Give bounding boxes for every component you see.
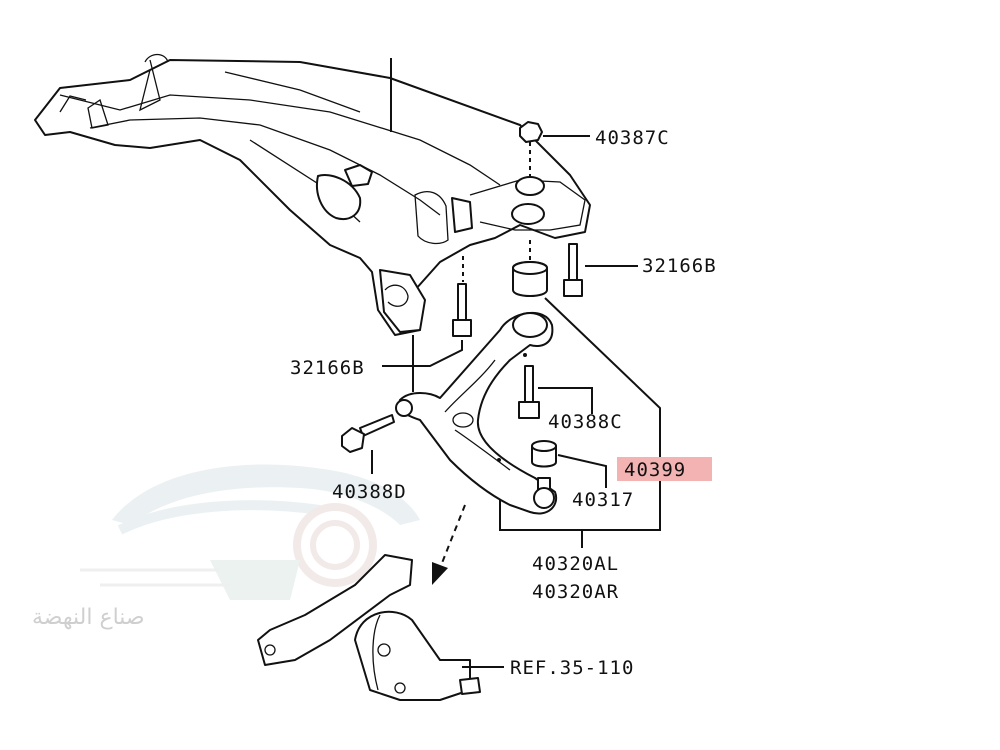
knuckle-drawing [257, 554, 481, 701]
bolt-40388c [518, 365, 540, 419]
part-label-40317: 40317 [572, 489, 634, 511]
reference-label: REF.35-110 [510, 657, 634, 679]
leader-40388c [538, 387, 593, 414]
leader-40317 [557, 454, 607, 488]
bushing-40399 [512, 240, 548, 297]
ball-joint [533, 477, 555, 509]
watermark-logo [80, 464, 420, 600]
part-label-40388c: 40388C [548, 411, 623, 433]
lower-control-arm-drawing [395, 311, 558, 515]
bolt-32166b-right [563, 243, 583, 297]
arrow-down-icon [432, 504, 466, 585]
bolt-32166b-left [452, 256, 472, 337]
bracket-40399 [499, 297, 661, 531]
part-label-32166b-right: 32166B [642, 255, 717, 277]
crossmember-drawing [34, 53, 591, 336]
highlight-40399 [617, 457, 712, 481]
bolt-40388d [341, 414, 395, 453]
bushing-lower [531, 440, 557, 468]
part-label-40320al: 40320AL [532, 553, 619, 575]
leader-32166b-left [382, 340, 463, 367]
watermark-text: صناع النهضة [32, 605, 145, 630]
part-label-40387c: 40387C [595, 127, 670, 149]
part-label-40320ar: 40320AR [532, 581, 619, 603]
part-label-32166b-left: 32166B [290, 357, 365, 379]
part-label-40388d: 40388D [332, 481, 407, 503]
bolt-40387c [519, 121, 543, 180]
part-label-40399: 40399 [624, 459, 686, 481]
